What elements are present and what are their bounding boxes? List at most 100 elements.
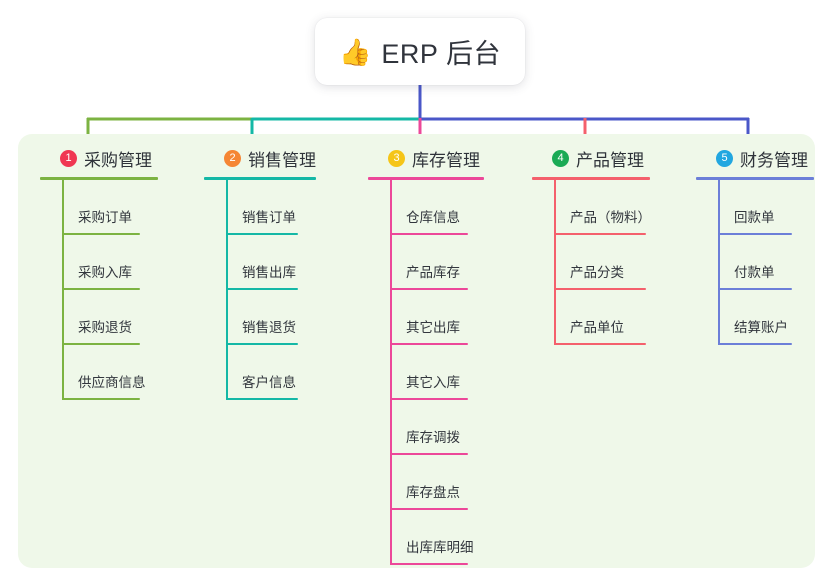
branch-number-badge: 5	[716, 149, 733, 167]
root-title: ERP 后台	[381, 39, 501, 69]
branch-header-1[interactable]: 1 采购管理	[40, 145, 158, 171]
branch-item-label: 供应商信息	[78, 375, 146, 390]
branch-item[interactable]: 销售退货	[204, 290, 316, 345]
branch-item[interactable]: 客户信息	[204, 345, 316, 400]
branch-item-rule	[554, 233, 646, 235]
branch-item[interactable]: 出库库明细	[368, 510, 484, 565]
branch-item[interactable]: 付款单	[696, 235, 814, 290]
branch-item[interactable]: 其它出库	[368, 290, 484, 345]
branch-item[interactable]: 库存调拨	[368, 400, 484, 455]
branch-item-label: 出库库明细	[406, 540, 474, 555]
branch-item-rule	[226, 233, 298, 235]
branch-column-4[interactable]: 4 产品管理产品（物料） 产品分类产品单位	[532, 145, 651, 345]
branch-item-rule	[390, 508, 468, 510]
branch-header-rule	[368, 177, 484, 180]
branch-item-rule	[390, 343, 468, 345]
branch-item-label: 销售订单	[242, 210, 296, 225]
branch-title: 采购管理	[84, 150, 152, 170]
thumbs-up-icon: 👍	[339, 36, 372, 67]
branch-item-rule	[62, 398, 140, 400]
branch-header-3[interactable]: 3 库存管理	[368, 145, 484, 171]
root-node-content: 👍 ERP 后台	[339, 32, 501, 71]
branch-title: 财务管理	[740, 150, 808, 170]
branch-item[interactable]: 采购入库	[40, 235, 158, 290]
branch-item-rule	[718, 288, 792, 290]
branch-item-label: 客户信息	[242, 375, 296, 390]
branch-item-label: 产品（物料）	[570, 210, 651, 225]
root-node[interactable]: 👍 ERP 后台	[315, 18, 525, 85]
branch-items: 采购订单采购入库采购退货供应商信息	[40, 180, 158, 400]
branch-spine	[226, 180, 228, 400]
branch-item-label: 采购订单	[78, 210, 132, 225]
branch-item-rule	[718, 233, 792, 235]
branch-item-label: 产品单位	[570, 320, 624, 335]
branch-spine	[718, 180, 720, 345]
branch-item[interactable]: 产品库存	[368, 235, 484, 290]
branch-header-4[interactable]: 4 产品管理	[532, 145, 650, 171]
branch-item[interactable]: 采购退货	[40, 290, 158, 345]
branch-item-rule	[390, 233, 468, 235]
branch-item[interactable]: 结算账户	[696, 290, 814, 345]
branch-item-rule	[62, 288, 140, 290]
branch-item-rule	[62, 343, 140, 345]
branches-panel	[18, 134, 815, 568]
branch-title: 产品管理	[576, 150, 644, 170]
branch-item-label: 产品库存	[406, 265, 460, 280]
branch-item-rule	[718, 343, 792, 345]
branch-item[interactable]: 产品单位	[532, 290, 650, 345]
branch-spine	[554, 180, 556, 345]
branch-item-label: 库存盘点	[406, 485, 460, 500]
branch-item-rule	[554, 288, 646, 290]
branch-item[interactable]: 库存盘点	[368, 455, 484, 510]
branch-number-badge: 1	[60, 149, 77, 167]
branch-column-1[interactable]: 1 采购管理采购订单采购入库采购退货供应商信息	[40, 145, 158, 400]
branch-header-rule	[204, 177, 316, 180]
branch-title: 销售管理	[248, 150, 316, 170]
branch-item[interactable]: 销售订单	[204, 180, 316, 235]
branch-item-rule	[390, 453, 468, 455]
branch-item[interactable]: 回款单	[696, 180, 814, 235]
branch-item-label: 采购退货	[78, 320, 132, 335]
branch-column-2[interactable]: 2 销售管理销售订单销售出库销售退货客户信息	[204, 145, 316, 400]
branch-item-rule	[390, 288, 468, 290]
branch-spine	[390, 180, 392, 565]
branch-item[interactable]: 其它入库	[368, 345, 484, 400]
branch-number-badge: 4	[552, 149, 569, 167]
branch-item-label: 销售出库	[242, 265, 296, 280]
branch-item-label: 仓库信息	[406, 210, 460, 225]
branch-items: 回款单付款单结算账户	[696, 180, 814, 345]
branch-number-badge: 3	[388, 149, 405, 167]
branch-item-rule	[226, 398, 298, 400]
branch-item[interactable]: 供应商信息	[40, 345, 158, 400]
branch-item-label: 回款单	[734, 210, 775, 225]
branch-items: 产品（物料） 产品分类产品单位	[532, 180, 651, 345]
branch-header-rule	[40, 177, 158, 180]
branch-item-rule	[554, 343, 646, 345]
branch-item-label: 库存调拨	[406, 430, 460, 445]
branch-item-rule	[226, 343, 298, 345]
branch-item-rule	[390, 563, 468, 565]
branch-item-label: 结算账户	[734, 320, 788, 335]
branch-item-label: 其它入库	[406, 375, 460, 390]
branch-item-label: 其它出库	[406, 320, 460, 335]
branch-items: 销售订单销售出库销售退货客户信息	[204, 180, 316, 400]
branch-column-3[interactable]: 3 库存管理仓库信息产品库存其它出库其它入库库存调拨库存盘点出库库明细	[368, 145, 484, 565]
branch-spine	[62, 180, 64, 400]
branch-item-label: 销售退货	[242, 320, 296, 335]
branch-column-5[interactable]: 5 财务管理回款单付款单结算账户	[696, 145, 814, 345]
branch-item-label: 产品分类	[570, 265, 624, 280]
branch-item-rule	[226, 288, 298, 290]
branch-header-rule	[532, 177, 650, 180]
branch-item[interactable]: 产品（物料）	[532, 180, 651, 235]
branch-header-5[interactable]: 5 财务管理	[696, 145, 814, 171]
branch-item[interactable]: 销售出库	[204, 235, 316, 290]
branch-item[interactable]: 采购订单	[40, 180, 158, 235]
branch-header-rule	[696, 177, 814, 180]
branch-header-2[interactable]: 2 销售管理	[204, 145, 316, 171]
branch-title: 库存管理	[412, 150, 480, 170]
branch-item[interactable]: 产品分类	[532, 235, 650, 290]
branch-number-badge: 2	[224, 149, 241, 167]
branch-item-rule	[390, 398, 468, 400]
branch-item[interactable]: 仓库信息	[368, 180, 484, 235]
